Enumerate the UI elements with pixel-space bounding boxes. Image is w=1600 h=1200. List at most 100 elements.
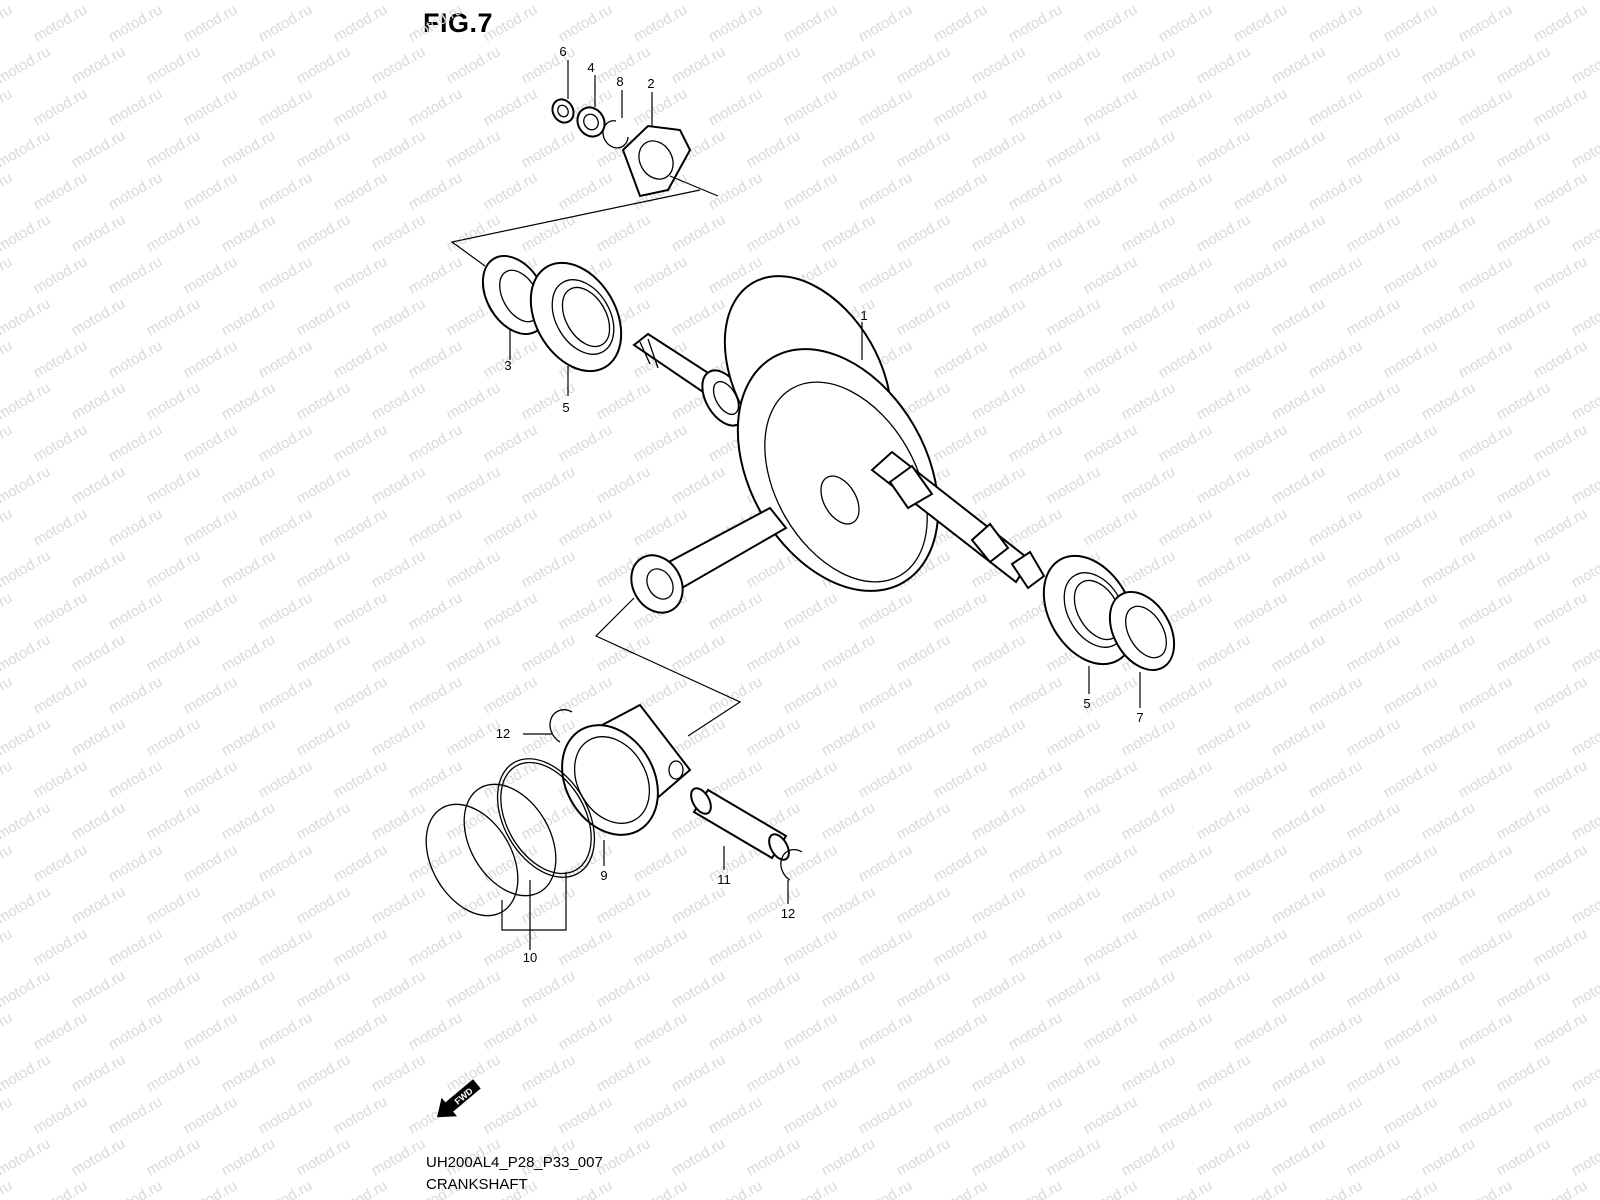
watermark-text: motod.ru xyxy=(1419,463,1479,507)
watermark-text: motod.ru xyxy=(256,169,316,213)
watermark-text: motod.ru xyxy=(294,1135,354,1179)
watermark-text: motod.ru xyxy=(631,421,691,465)
watermark-text: motod.ru xyxy=(0,1177,15,1200)
watermark-text: motod.ru xyxy=(31,673,91,717)
watermark-text: motod.ru xyxy=(256,757,316,801)
watermark-text: motod.ru xyxy=(931,841,991,885)
watermark-text: motod.ru xyxy=(1194,883,1254,927)
watermark-text: motod.ru xyxy=(369,799,429,843)
watermark-text: motod.ru xyxy=(106,1009,166,1053)
watermark-text: motod.ru xyxy=(0,925,15,969)
watermark-text: motod.ru xyxy=(1269,211,1329,255)
watermark-text: motod.ru xyxy=(556,925,616,969)
watermark-text: motod.ru xyxy=(1344,211,1404,255)
watermark-text: motod.ru xyxy=(706,1177,766,1200)
watermark-text: motod.ru xyxy=(181,505,241,549)
watermark-text: motod.ru xyxy=(744,967,804,1011)
watermark-text: motod.ru xyxy=(1419,715,1479,759)
watermark-text: motod.ru xyxy=(969,379,1029,423)
watermark-text: motod.ru xyxy=(631,1,691,45)
watermark-text: motod.ru xyxy=(856,757,916,801)
watermark-text: motod.ru xyxy=(481,1009,541,1053)
watermark-text: motod.ru xyxy=(406,757,466,801)
watermark-text: motod.ru xyxy=(1569,1051,1600,1095)
watermark-text: motod.ru xyxy=(519,631,579,675)
watermark-text: motod.ru xyxy=(0,253,15,297)
watermark-text: motod.ru xyxy=(931,85,991,129)
watermark-text: motod.ru xyxy=(1194,1135,1254,1179)
watermark-text: motod.ru xyxy=(856,841,916,885)
watermark-text: motod.ru xyxy=(669,211,729,255)
watermark-text: motod.ru xyxy=(519,967,579,1011)
watermark-text: motod.ru xyxy=(1569,0,1600,3)
watermark-text: motod.ru xyxy=(1081,421,1141,465)
watermark-text: motod.ru xyxy=(1419,1051,1479,1095)
watermark-text: motod.ru xyxy=(1081,505,1141,549)
callout-5-right: 5 xyxy=(1083,696,1090,711)
watermark-text: motod.ru xyxy=(931,169,991,213)
watermark-text: motod.ru xyxy=(406,169,466,213)
watermark-text: motod.ru xyxy=(1569,799,1600,843)
watermark-text: motod.ru xyxy=(631,841,691,885)
watermark-text: motod.ru xyxy=(1531,1009,1591,1053)
watermark-text: motod.ru xyxy=(1194,463,1254,507)
watermark-text: motod.ru xyxy=(669,883,729,927)
watermark-text: motod.ru xyxy=(706,1009,766,1053)
watermark-text: motod.ru xyxy=(1156,85,1216,129)
watermark-text: motod.ru xyxy=(519,463,579,507)
watermark-text: motod.ru xyxy=(1231,673,1291,717)
watermark-text: motod.ru xyxy=(481,673,541,717)
callout-2: 2 xyxy=(647,76,654,91)
watermark-text: motod.ru xyxy=(1531,841,1591,885)
watermark-text: motod.ru xyxy=(181,925,241,969)
watermark-text: motod.ru xyxy=(894,631,954,675)
watermark-text: motod.ru xyxy=(1231,337,1291,381)
watermark-text: motod.ru xyxy=(1569,295,1600,339)
watermark-text: motod.ru xyxy=(1044,295,1104,339)
watermark-text: motod.ru xyxy=(1456,757,1516,801)
watermark-text: motod.ru xyxy=(1269,1051,1329,1095)
watermark-text: motod.ru xyxy=(219,211,279,255)
watermark-text: motod.ru xyxy=(1381,1009,1441,1053)
watermark-text: motod.ru xyxy=(1456,421,1516,465)
watermark-text: motod.ru xyxy=(1531,253,1591,297)
watermark-text: motod.ru xyxy=(144,715,204,759)
watermark-text: motod.ru xyxy=(406,253,466,297)
watermark-text: motod.ru xyxy=(31,589,91,633)
piston-9 xyxy=(561,703,692,836)
watermark-text: motod.ru xyxy=(856,1,916,45)
watermark-text: motod.ru xyxy=(1531,1,1591,45)
figure-title: FIG.7 xyxy=(423,8,494,38)
watermark-text: motod.ru xyxy=(31,253,91,297)
watermark-text: motod.ru xyxy=(1119,43,1179,87)
watermark-text: motod.ru xyxy=(0,463,53,507)
watermark-text: motod.ru xyxy=(1381,169,1441,213)
watermark-text: motod.ru xyxy=(444,127,504,171)
watermark-text: motod.ru xyxy=(894,883,954,927)
watermark-text: motod.ru xyxy=(31,421,91,465)
watermark-text: motod.ru xyxy=(331,925,391,969)
watermark-text: motod.ru xyxy=(856,925,916,969)
watermark-text: motod.ru xyxy=(969,211,1029,255)
watermark-text: motod.ru xyxy=(1569,547,1600,591)
watermark-text: motod.ru xyxy=(1269,547,1329,591)
watermark-text: motod.ru xyxy=(0,211,53,255)
watermark-text: motod.ru xyxy=(1456,1,1516,45)
watermark-text: motod.ru xyxy=(144,463,204,507)
watermark-text: motod.ru xyxy=(594,883,654,927)
watermark-text: motod.ru xyxy=(294,1051,354,1095)
watermark-text: motod.ru xyxy=(1194,295,1254,339)
watermark-text: motod.ru xyxy=(369,967,429,1011)
watermark-text: motod.ru xyxy=(181,1009,241,1053)
watermark-text: motod.ru xyxy=(1231,505,1291,549)
watermark-text: motod.ru xyxy=(294,799,354,843)
watermark-text: motod.ru xyxy=(1456,337,1516,381)
watermark-text: motod.ru xyxy=(1156,925,1216,969)
watermark-text: motod.ru xyxy=(1381,253,1441,297)
watermark-text: motod.ru xyxy=(1156,505,1216,549)
watermark-text: motod.ru xyxy=(144,967,204,1011)
watermark-text: motod.ru xyxy=(256,253,316,297)
watermark-text: motod.ru xyxy=(144,43,204,87)
watermark-text: motod.ru xyxy=(706,1,766,45)
watermark-text: motod.ru xyxy=(1531,169,1591,213)
